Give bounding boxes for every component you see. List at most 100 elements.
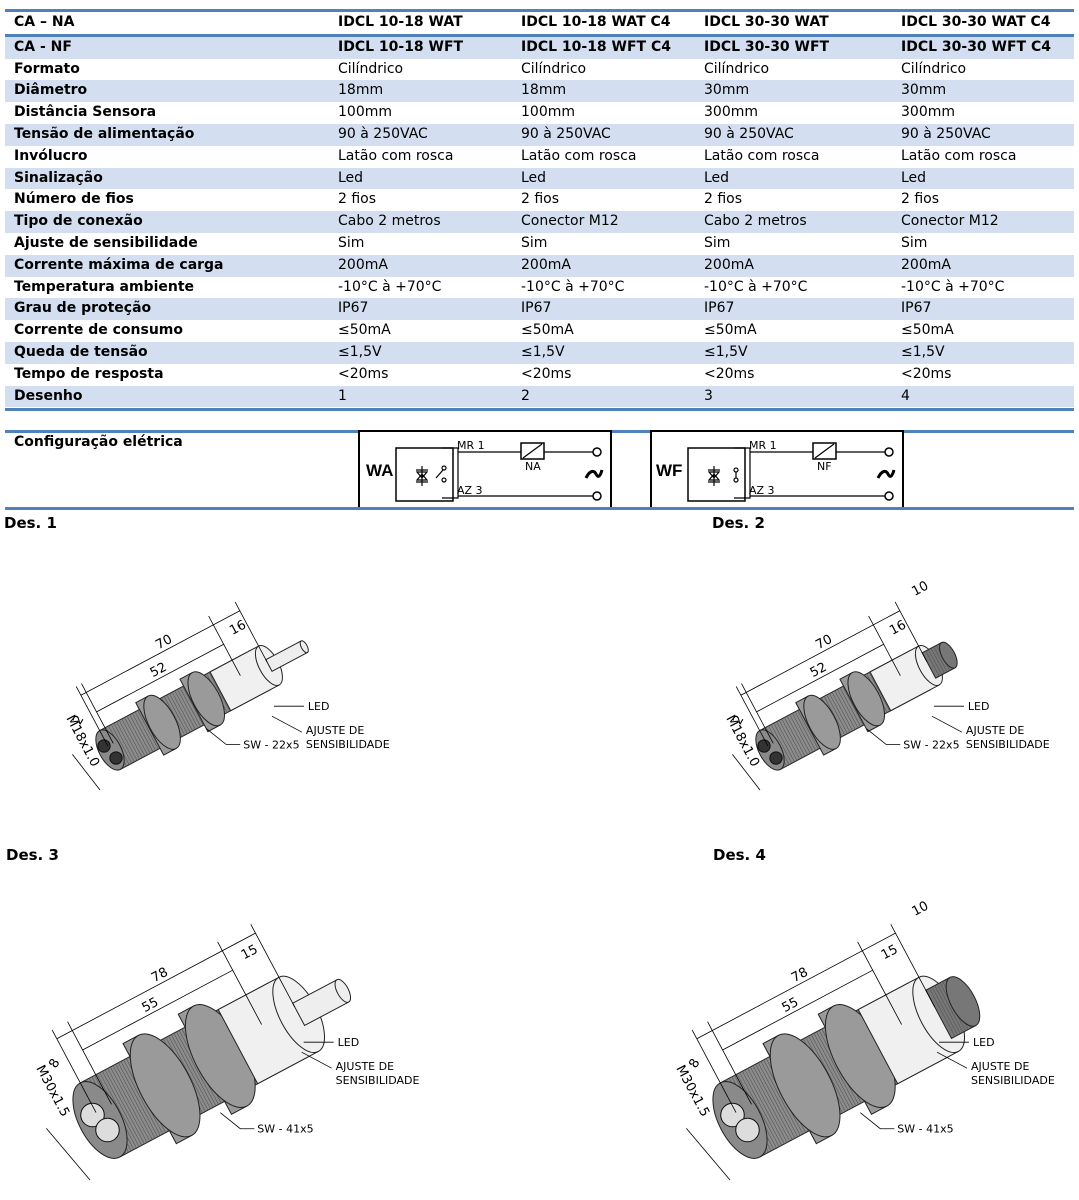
terminal-icon <box>592 447 602 457</box>
cell-model-4: ≤1,5V <box>892 341 1074 364</box>
cell-model-1: Latão com rosca <box>338 147 454 164</box>
table-row: Temperatura ambiente-10°C à +70°C-10°C à… <box>5 277 1074 299</box>
row-label: CA - NF <box>5 33 329 59</box>
extension-line <box>67 1021 112 1105</box>
table-row: Queda de tensão≤1,5V≤1,5V≤1,5V≤1,5V <box>5 341 1074 364</box>
table-row: Tempo de resposta<20ms<20ms<20ms<20ms <box>5 364 1074 386</box>
cell-model-3: 300mm <box>704 104 758 121</box>
nut-leader-line <box>860 1112 895 1130</box>
switch-contact-icon <box>435 465 447 483</box>
led-callout: LED <box>973 1036 995 1049</box>
cell-model-2: Led <box>512 167 695 190</box>
nut-callout: SW - 41x5 <box>897 1123 953 1136</box>
dimension-rear-label: 16 <box>887 618 909 639</box>
row-label: Diâmetro <box>5 80 329 103</box>
nut-leader-line <box>865 728 901 745</box>
wire-top-label: MR 1 <box>457 439 485 452</box>
cell-model-4: 2 fios <box>901 191 940 208</box>
hex-nut <box>795 694 841 756</box>
cell-model-2: Cilíndrico <box>521 60 587 77</box>
cell-model-1: 18mm <box>329 80 512 103</box>
cell-model-1: -10°C à +70°C <box>338 278 442 295</box>
cell-model-1: Led <box>329 167 512 190</box>
wire-top-label: MR 1 <box>749 439 777 452</box>
extension-line <box>75 686 109 747</box>
dimension-thread-label: 52 <box>148 660 170 681</box>
extension-line <box>741 683 774 744</box>
cell-model-1: 1 <box>329 385 512 408</box>
row-label: Ajuste de sensibilidade <box>14 234 198 251</box>
circuit-diagram-wf: WF MR 1 AZ 3 NF <box>650 430 904 509</box>
extension-line <box>217 941 262 1025</box>
extension-line <box>735 686 769 747</box>
cell-model-3: 2 fios <box>704 191 743 208</box>
table-bottom-rule <box>5 408 1074 411</box>
circuit-type-label: WF <box>656 461 682 480</box>
cell-model-4: IDCL 30-30 WFT C4 <box>892 33 1074 59</box>
row-label: Grau de proteção <box>5 298 329 321</box>
adjust-callout-line2: SENSIBILIDADE <box>306 738 390 751</box>
cell-model-2: 90 à 250VAC <box>512 123 695 146</box>
dimension-rear-label: 15 <box>239 942 261 963</box>
cell-model-2: IDCL 10-18 WAT C4 <box>521 14 671 30</box>
cell-model-4: Conector M12 <box>892 211 1074 233</box>
adjust-callout-line2: SENSIBILIDADE <box>336 1074 420 1087</box>
table-top-rule <box>5 9 1074 12</box>
cell-model-3: 3 <box>695 385 892 408</box>
drawing-title-3: Des. 3 <box>6 846 59 864</box>
wire-bottom-label: AZ 3 <box>457 484 483 497</box>
triac-icon <box>415 466 429 486</box>
adjust-leader-line <box>301 1051 332 1069</box>
dimension-thread-label: 52 <box>808 660 830 681</box>
cell-model-3: Led <box>695 167 892 190</box>
dimension-total-label: 70 <box>813 632 835 653</box>
led-callout: LED <box>338 1036 360 1049</box>
table-row: Corrente de consumo≤50mA≤50mA≤50mA≤50mA <box>5 320 1074 342</box>
config-bottom-rule <box>5 507 1074 510</box>
cell-model-3: Latão com rosca <box>704 147 820 164</box>
row-label: CA – NA <box>14 14 75 30</box>
cell-model-2: IP67 <box>512 298 695 321</box>
extension-line <box>890 924 936 1008</box>
cell-model-4: IP67 <box>892 298 1074 321</box>
cell-model-4: Cilíndrico <box>901 60 967 77</box>
cell-model-3: Cabo 2 metros <box>695 211 892 233</box>
lens-icon <box>80 1102 105 1128</box>
switch-contact-icon <box>733 467 739 483</box>
drawing-title-4: Des. 4 <box>713 846 766 864</box>
row-label: Distância Sensora <box>14 104 157 121</box>
extension-line <box>857 941 902 1025</box>
cell-model-3: <20ms <box>704 365 755 382</box>
cell-model-2: ≤50mA <box>521 322 574 339</box>
contact-type-label: NA <box>525 460 541 473</box>
row-label: Sinalização <box>5 167 329 190</box>
dimension-line-diameter <box>46 1128 91 1181</box>
lens-icon <box>735 1117 760 1143</box>
thread-spec-label: M30x1.5 <box>32 1063 72 1120</box>
adjust-callout-line1: AJUSTE DE <box>336 1060 394 1073</box>
nut-callout: SW - 22x5 <box>243 739 299 752</box>
nut-callout: SW - 41x5 <box>257 1123 313 1136</box>
cell-model-2: <20ms <box>521 365 572 382</box>
cell-model-1: <20ms <box>338 365 389 382</box>
cell-model-1: ≤50mA <box>338 322 391 339</box>
dimension-line-diameter <box>732 754 761 791</box>
drawing-title-1: Des. 1 <box>4 514 57 532</box>
drawing-title-2: Des. 2 <box>712 514 765 532</box>
lens-icon <box>757 739 771 753</box>
dimension-total-label: 70 <box>153 632 175 653</box>
cell-model-4: <20ms <box>901 365 952 382</box>
extension-line <box>707 1021 752 1105</box>
cell-model-2: IDCL 10-18 WFT C4 <box>512 33 695 59</box>
cell-model-2: Conector M12 <box>512 211 695 233</box>
